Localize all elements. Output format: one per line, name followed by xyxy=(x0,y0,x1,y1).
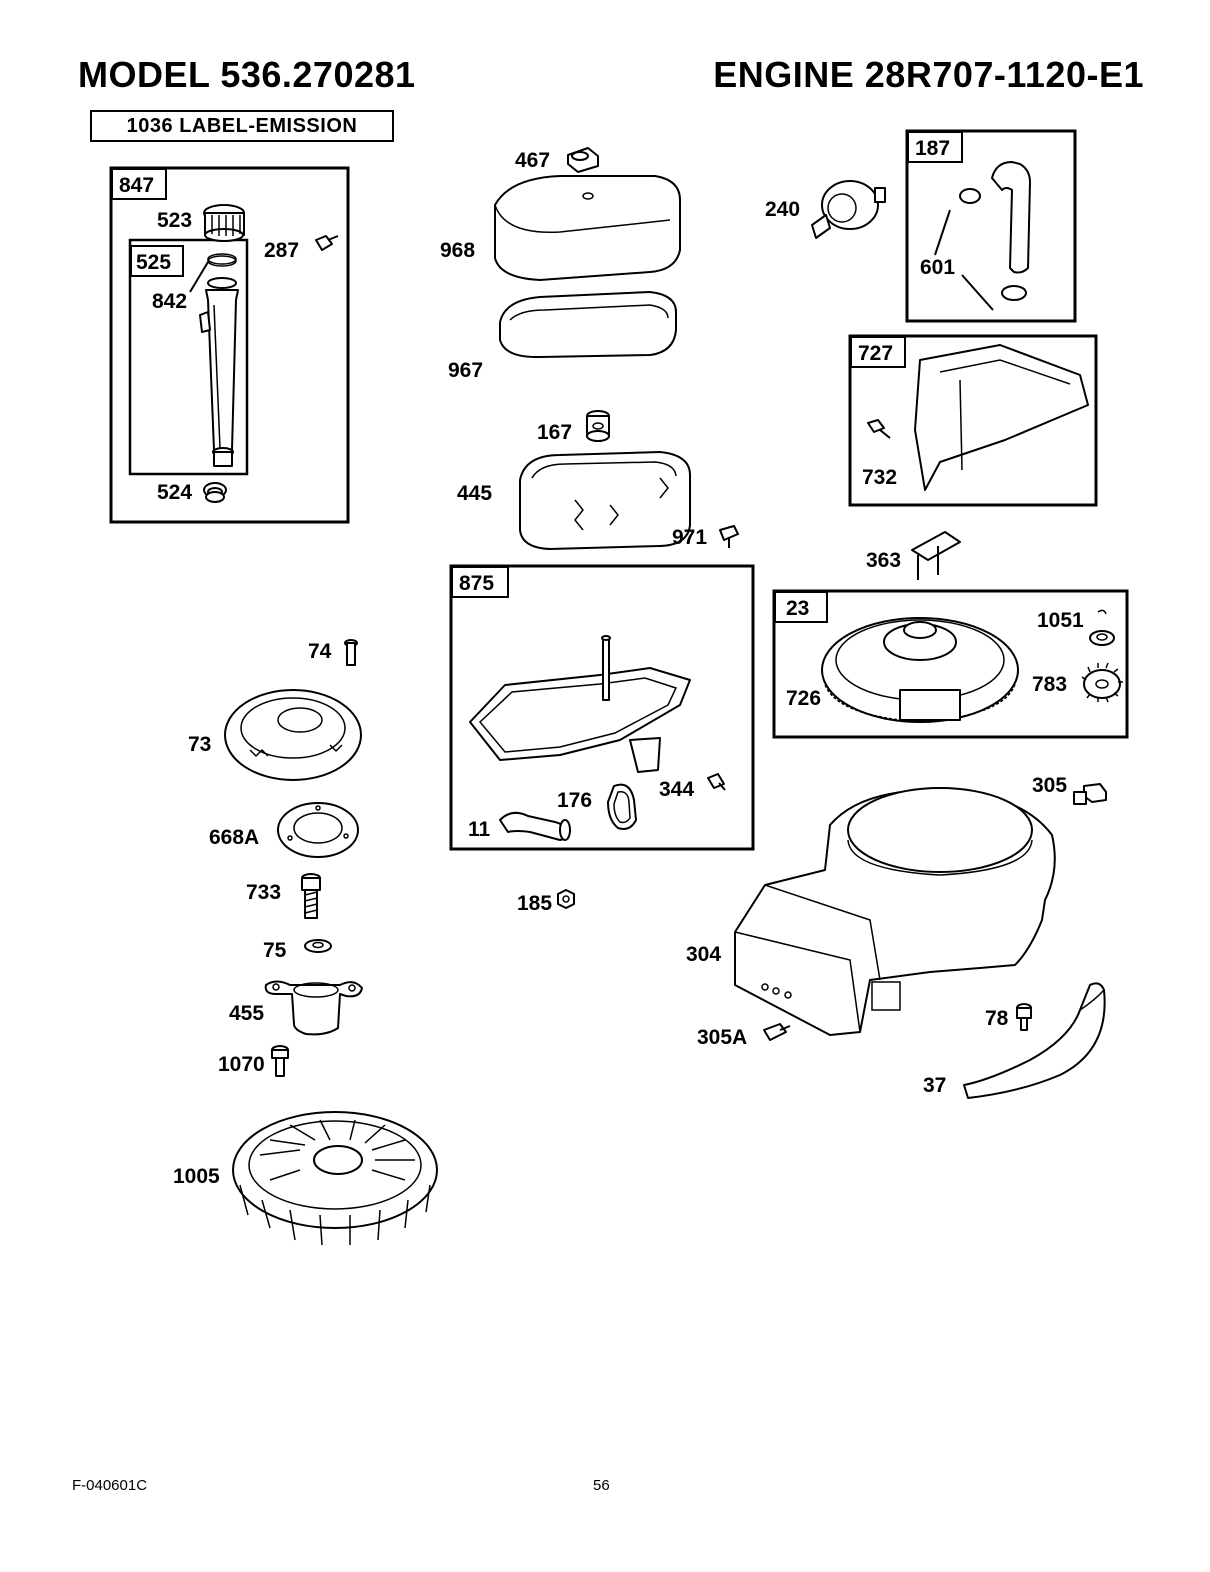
clamps-601 xyxy=(934,188,1027,311)
part-523: 523 xyxy=(157,209,192,232)
part-733: 733 xyxy=(246,881,281,904)
oil-fill-cap-523 xyxy=(203,204,245,242)
part-1051: 1051 xyxy=(1037,609,1084,632)
air-cleaner-base xyxy=(469,635,691,773)
part-240: 240 xyxy=(765,198,800,221)
gear-783 xyxy=(1081,662,1123,703)
part-668A: 668A xyxy=(209,826,259,849)
cup-455 xyxy=(264,980,363,1036)
flywheel-726 xyxy=(821,617,1019,723)
part-344: 344 xyxy=(659,778,694,801)
screw-344 xyxy=(707,773,726,791)
baffle-37 xyxy=(963,982,1106,1099)
group-23-frame: 23 xyxy=(772,589,1129,739)
bracket-363 xyxy=(911,531,961,580)
part-73: 73 xyxy=(188,733,211,756)
part-363: 363 xyxy=(866,549,901,572)
part-74: 74 xyxy=(308,640,332,663)
part-176: 176 xyxy=(557,789,592,812)
group-525-tag: 525 xyxy=(136,251,171,274)
screw-1070 xyxy=(271,1045,289,1077)
part-185: 185 xyxy=(517,892,552,915)
elbow-11 xyxy=(499,811,571,841)
engine-title: ENGINE 28R707-1120-E1 xyxy=(713,54,1144,95)
part-971: 971 xyxy=(672,526,707,549)
plate-668A xyxy=(277,802,359,858)
washer-1051 xyxy=(1089,609,1115,646)
group-23-tag: 23 xyxy=(786,597,809,620)
seal-167 xyxy=(586,410,610,442)
part-967: 967 xyxy=(448,359,483,382)
fan-1005 xyxy=(232,1111,438,1246)
page-number: 56 xyxy=(593,1477,610,1494)
part-455: 455 xyxy=(229,1002,264,1025)
group-727-frame: 727 xyxy=(848,334,1098,507)
group-875-tag: 875 xyxy=(459,572,494,595)
fuel-line-hose xyxy=(991,161,1031,274)
screw-733 xyxy=(301,873,321,919)
nut-185 xyxy=(557,889,575,909)
part-732: 732 xyxy=(862,466,897,489)
washer-75 xyxy=(304,939,332,953)
air-filter-445 xyxy=(519,451,691,550)
label-emission-box: 1036 LABEL-EMISSION xyxy=(90,110,394,142)
part-75: 75 xyxy=(263,939,287,962)
part-287: 287 xyxy=(264,239,299,262)
group-187-frame: 187 xyxy=(905,129,1077,323)
part-467: 467 xyxy=(515,149,550,172)
part-304: 304 xyxy=(686,943,721,966)
pre-cleaner-967 xyxy=(499,291,677,359)
group-875-frame: 875 xyxy=(449,564,755,851)
part-726: 726 xyxy=(786,687,821,710)
group-847-tag: 847 xyxy=(119,174,154,197)
group-727-tag: 727 xyxy=(858,342,893,365)
screw-971 xyxy=(719,525,739,548)
oring-842 xyxy=(189,253,237,293)
rotating-screen-73 xyxy=(224,689,362,781)
part-37: 37 xyxy=(923,1074,946,1097)
part-1070: 1070 xyxy=(218,1053,265,1076)
part-1005: 1005 xyxy=(173,1165,220,1188)
fuel-filter-240 xyxy=(811,180,886,239)
part-524: 524 xyxy=(157,481,192,504)
screw-305A xyxy=(763,1023,791,1041)
nut-467 xyxy=(567,147,599,173)
part-783: 783 xyxy=(1032,673,1067,696)
screw-732 xyxy=(867,419,891,439)
screw-78 xyxy=(1016,1003,1032,1031)
model-title: MODEL 536.270281 xyxy=(78,54,416,95)
screw-305 xyxy=(1073,783,1107,805)
screw-287 xyxy=(315,235,339,251)
blower-housing-304 xyxy=(734,787,1056,1036)
part-305A: 305A xyxy=(697,1026,747,1049)
part-167: 167 xyxy=(537,421,572,444)
group-187-tag: 187 xyxy=(915,137,950,160)
part-601: 601 xyxy=(920,256,955,279)
group-847-frame: 847 525 xyxy=(109,166,350,524)
oil-fill-tube xyxy=(199,277,239,467)
air-cleaner-cover-968 xyxy=(494,175,681,281)
part-78: 78 xyxy=(985,1007,1009,1030)
grommet-524 xyxy=(203,482,227,503)
air-guide-727 xyxy=(914,344,1089,491)
part-445: 445 xyxy=(457,482,492,505)
gasket-176 xyxy=(607,783,637,830)
part-968: 968 xyxy=(440,239,475,262)
part-842: 842 xyxy=(152,290,187,313)
part-11: 11 xyxy=(468,818,491,841)
part-305: 305 xyxy=(1032,774,1067,797)
footer-code: F-040601C xyxy=(72,1477,148,1494)
screw-74 xyxy=(344,639,358,666)
